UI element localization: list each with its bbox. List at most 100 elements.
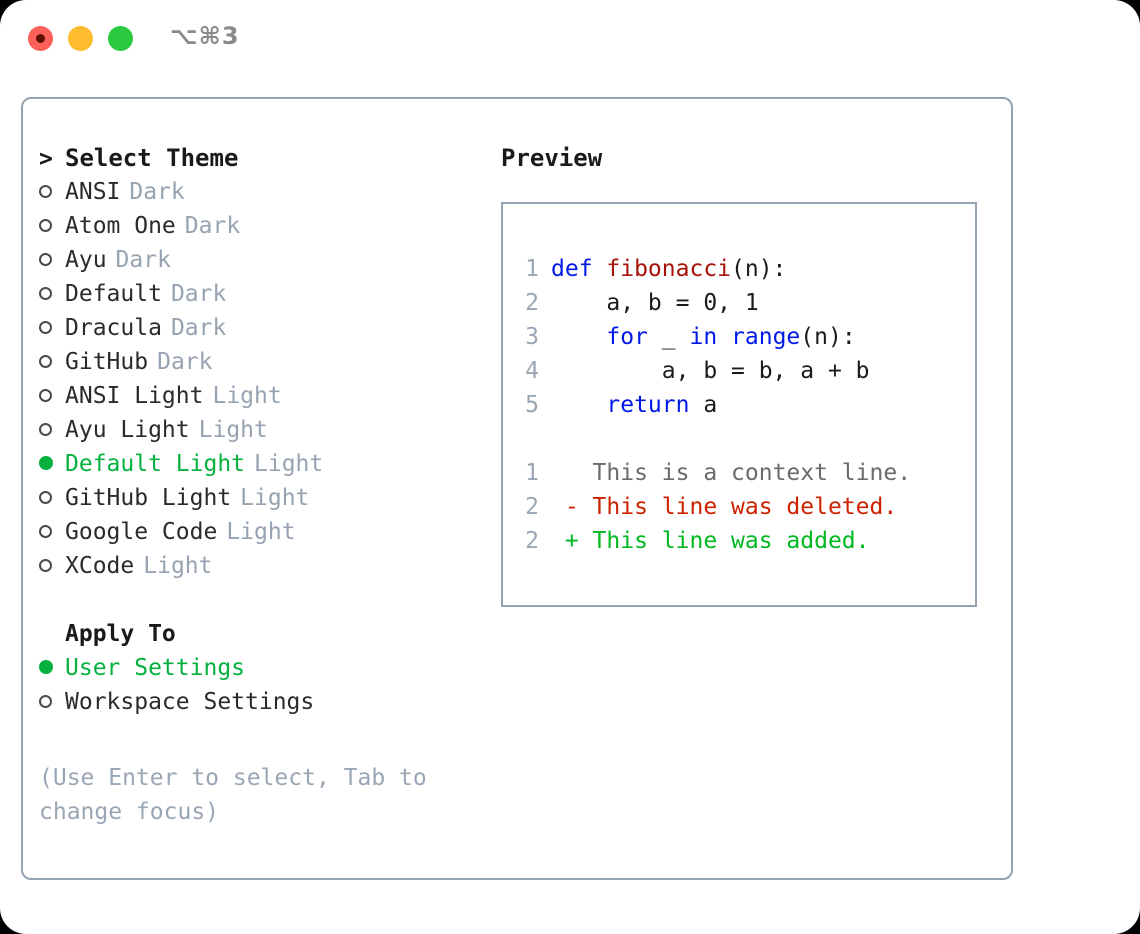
code-token xyxy=(551,392,606,418)
radio-unselected-icon xyxy=(39,515,65,549)
code-token xyxy=(717,324,731,350)
theme-name: Dracula xyxy=(65,315,162,341)
apply-to-name: Workspace Settings xyxy=(65,689,315,715)
code-token xyxy=(551,324,606,350)
code-line: 5 return a xyxy=(517,388,911,422)
radio-glyph xyxy=(39,219,52,232)
theme-name: Atom One xyxy=(65,213,176,239)
diff-text: This line was deleted. xyxy=(578,494,898,520)
apply-to-item[interactable]: Workspace Settings xyxy=(39,685,489,719)
radio-glyph xyxy=(39,321,52,334)
line-number: 3 xyxy=(525,324,539,350)
maximize-button[interactable] xyxy=(108,26,133,51)
radio-unselected-icon xyxy=(39,311,65,345)
line-number: 1 xyxy=(525,460,539,486)
theme-name: Ayu Light xyxy=(65,417,190,443)
theme-list-item[interactable]: Google Code Light xyxy=(39,515,489,549)
radio-glyph xyxy=(39,287,52,300)
theme-kind-badge: Light xyxy=(226,519,296,545)
theme-name: Ayu xyxy=(65,247,107,273)
radio-glyph xyxy=(39,660,53,674)
theme-name: ANSI Light xyxy=(65,383,204,409)
theme-picker-header: >Select Theme xyxy=(39,141,489,175)
radio-unselected-icon xyxy=(39,413,65,447)
radio-selected-icon xyxy=(39,651,65,685)
diff-line: 1 This is a context line. xyxy=(517,456,911,490)
theme-kind-badge: Dark xyxy=(184,213,241,239)
theme-list-item[interactable]: Atom One Dark xyxy=(39,209,489,243)
code-token: a xyxy=(689,392,718,418)
radio-unselected-icon xyxy=(39,243,65,277)
code-token: fibonacci xyxy=(606,256,732,282)
radio-glyph xyxy=(39,185,52,198)
theme-kind-badge: Light xyxy=(198,417,268,443)
radio-unselected-icon xyxy=(39,209,65,243)
theme-list-item[interactable]: Ayu Light Light xyxy=(39,413,489,447)
radio-glyph xyxy=(39,559,52,572)
shortcut-label: ⌥⌘3 xyxy=(170,22,240,50)
line-number: 2 xyxy=(525,494,539,520)
code-line: 3 for _ in range(n): xyxy=(517,320,911,354)
preview-title: Preview xyxy=(501,144,603,172)
list-spacer xyxy=(39,583,489,617)
theme-name: Google Code xyxy=(65,519,218,545)
theme-list-item[interactable]: Default Light Light xyxy=(39,447,489,481)
apply-to-label: Apply To xyxy=(65,621,176,647)
code-token: for xyxy=(606,324,648,350)
code-token: return xyxy=(606,392,690,418)
radio-glyph xyxy=(39,389,52,402)
radio-selected-icon xyxy=(39,447,65,481)
apply-to-item[interactable]: User Settings xyxy=(39,651,489,685)
apply-to-name: User Settings xyxy=(65,655,246,681)
code-line: 4 a, b = b, a + b xyxy=(517,354,911,388)
theme-kind-badge: Light xyxy=(143,553,213,579)
theme-kind-badge: Light xyxy=(212,383,282,409)
line-number: 2 xyxy=(525,290,539,316)
code-token: a, b = b, a + b xyxy=(551,358,870,384)
code-token: in xyxy=(689,324,718,350)
theme-kind-badge: Light xyxy=(254,451,324,477)
diff-line: 2 - This line was deleted. xyxy=(517,490,911,524)
theme-kind-badge: Dark xyxy=(115,247,171,273)
theme-kind-badge: Light xyxy=(240,485,310,511)
theme-list-item[interactable]: ANSI Light Light xyxy=(39,379,489,413)
code-token: (n): xyxy=(800,324,856,350)
diff-text: This is a context line. xyxy=(578,460,912,486)
diff-text: This line was added. xyxy=(578,528,870,554)
minimize-button[interactable] xyxy=(68,26,93,51)
code-token: (n): xyxy=(731,256,787,282)
radio-unselected-icon xyxy=(39,345,65,379)
theme-name: GitHub xyxy=(65,349,149,375)
diff-line: 2 + This line was added. xyxy=(517,524,911,558)
theme-kind-badge: Dark xyxy=(129,179,185,205)
radio-glyph xyxy=(39,525,52,538)
code-token: a, b = 0, 1 xyxy=(551,290,759,316)
theme-name: XCode xyxy=(65,553,135,579)
radio-glyph xyxy=(39,253,52,266)
page-title: Select Theme xyxy=(65,144,239,172)
theme-list-item[interactable]: XCode Light xyxy=(39,549,489,583)
line-number: 2 xyxy=(525,528,539,554)
theme-list-item[interactable]: Ayu Dark xyxy=(39,243,489,277)
theme-name: Default Light xyxy=(65,451,246,477)
line-number: 4 xyxy=(525,358,539,384)
radio-unselected-icon xyxy=(39,175,65,209)
radio-glyph xyxy=(39,355,52,368)
code-token: def xyxy=(551,256,607,282)
radio-unselected-icon xyxy=(39,685,65,719)
diff-marker xyxy=(551,460,579,486)
code-diff-separator xyxy=(517,422,911,456)
close-button[interactable] xyxy=(28,26,53,51)
diff-marker: + xyxy=(551,528,579,554)
